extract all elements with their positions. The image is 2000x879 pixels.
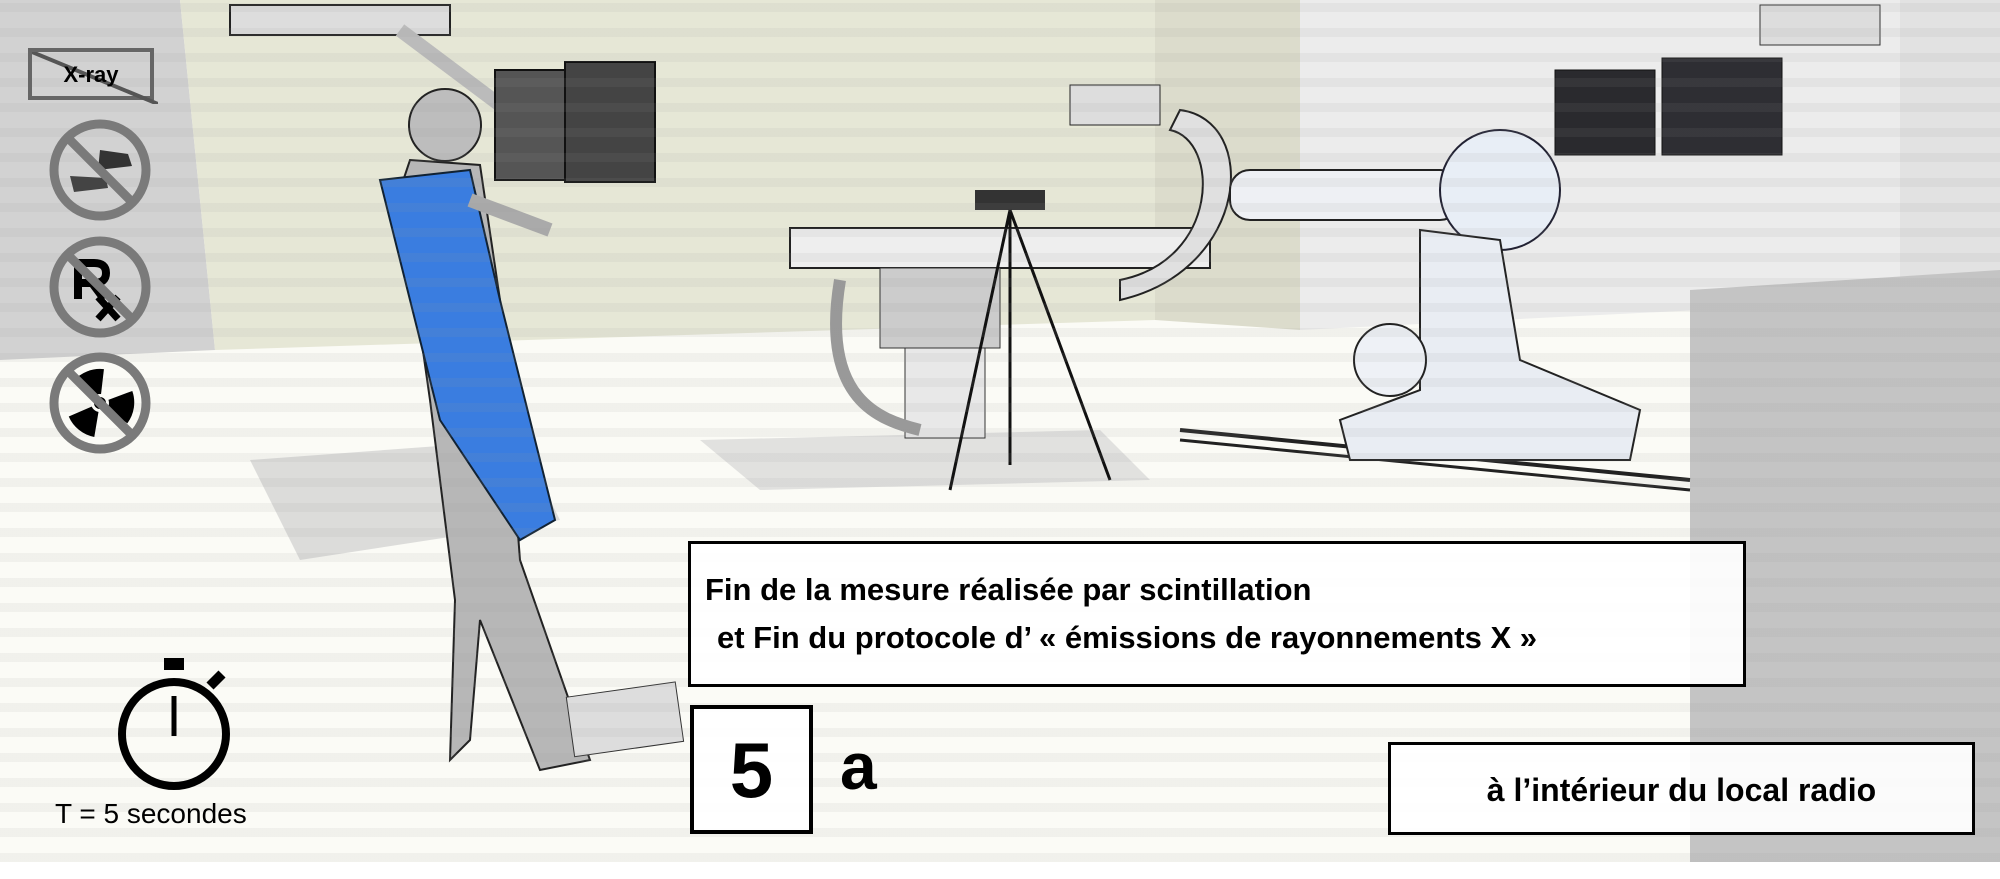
no-rx-icon bbox=[49, 236, 151, 338]
message-box: Fin de la mesure réalisée par scintillat… bbox=[688, 541, 1746, 687]
stopwatch-icon bbox=[118, 658, 230, 790]
location-label: à l’intérieur du local radio bbox=[1486, 772, 1877, 808]
message-line-1: Fin de la mesure réalisée par scintillat… bbox=[705, 572, 1312, 607]
timer-label: T = 5 secondes bbox=[55, 798, 247, 829]
message-line-2: et Fin du protocole d’ « émissions de ra… bbox=[717, 620, 1537, 655]
step-letter: a bbox=[840, 729, 877, 803]
step-number: 5 bbox=[729, 726, 774, 814]
no-xray-sign: X-ray bbox=[28, 48, 158, 104]
no-foot-pedal-icon bbox=[49, 119, 151, 221]
step-number-box: 5 bbox=[690, 705, 813, 834]
location-box: à l’intérieur du local radio bbox=[1388, 742, 1975, 835]
no-radiation-icon bbox=[49, 352, 151, 454]
xray-label: X-ray bbox=[63, 62, 119, 87]
strike-line-icon bbox=[32, 52, 158, 104]
